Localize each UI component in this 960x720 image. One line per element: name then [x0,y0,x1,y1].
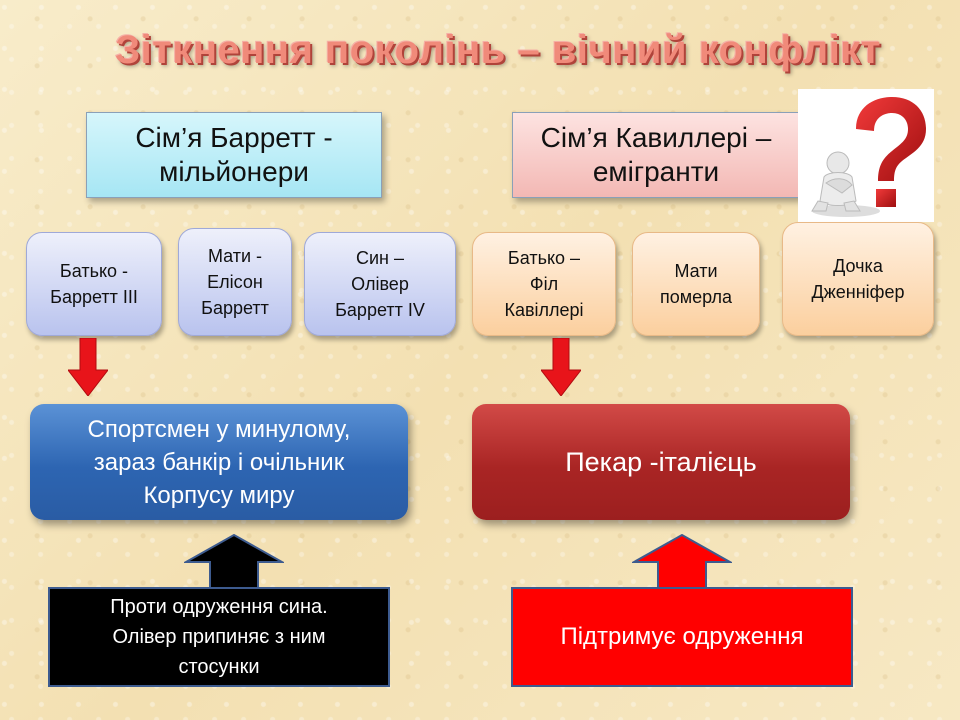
down-arrow-icon [541,338,581,396]
person-cavilleri-daughter: Дочка Дженніфер [782,222,934,336]
person-barrett-father: Батько - Барретт III [26,232,162,336]
slide-title: Зіткнення поколінь – вічний конфлікт [115,28,881,72]
up-arrow-icon [632,534,732,590]
barrett-father-description: Спортсмен у минулому, зараз банкір і очі… [30,404,408,520]
down-arrow-icon [68,338,108,396]
person-cavilleri-mother: Мати померла [632,232,760,336]
person-barrett-mother: Мати - Елісон Барретт [178,228,292,336]
family-barrett-box: Сім’я Барретт - мільйонери [86,112,382,198]
family-cavilleri-box: Сім’я Кавиллері – емігранти [512,112,800,198]
cavilleri-father-description: Пекар -італієць [472,404,850,520]
up-arrow-icon [184,534,284,590]
cavilleri-attitude-note: Підтримує одруження [511,587,853,687]
question-mark-icon [811,97,926,217]
thinking-person-question-mark-image [798,89,934,222]
person-barrett-son: Син – Олівер Барретт IV [304,232,456,336]
person-cavilleri-father: Батько – Філ Кавіллері [472,232,616,336]
barrett-attitude-note: Проти одруження сина. Олівер припиняє з … [48,587,390,687]
